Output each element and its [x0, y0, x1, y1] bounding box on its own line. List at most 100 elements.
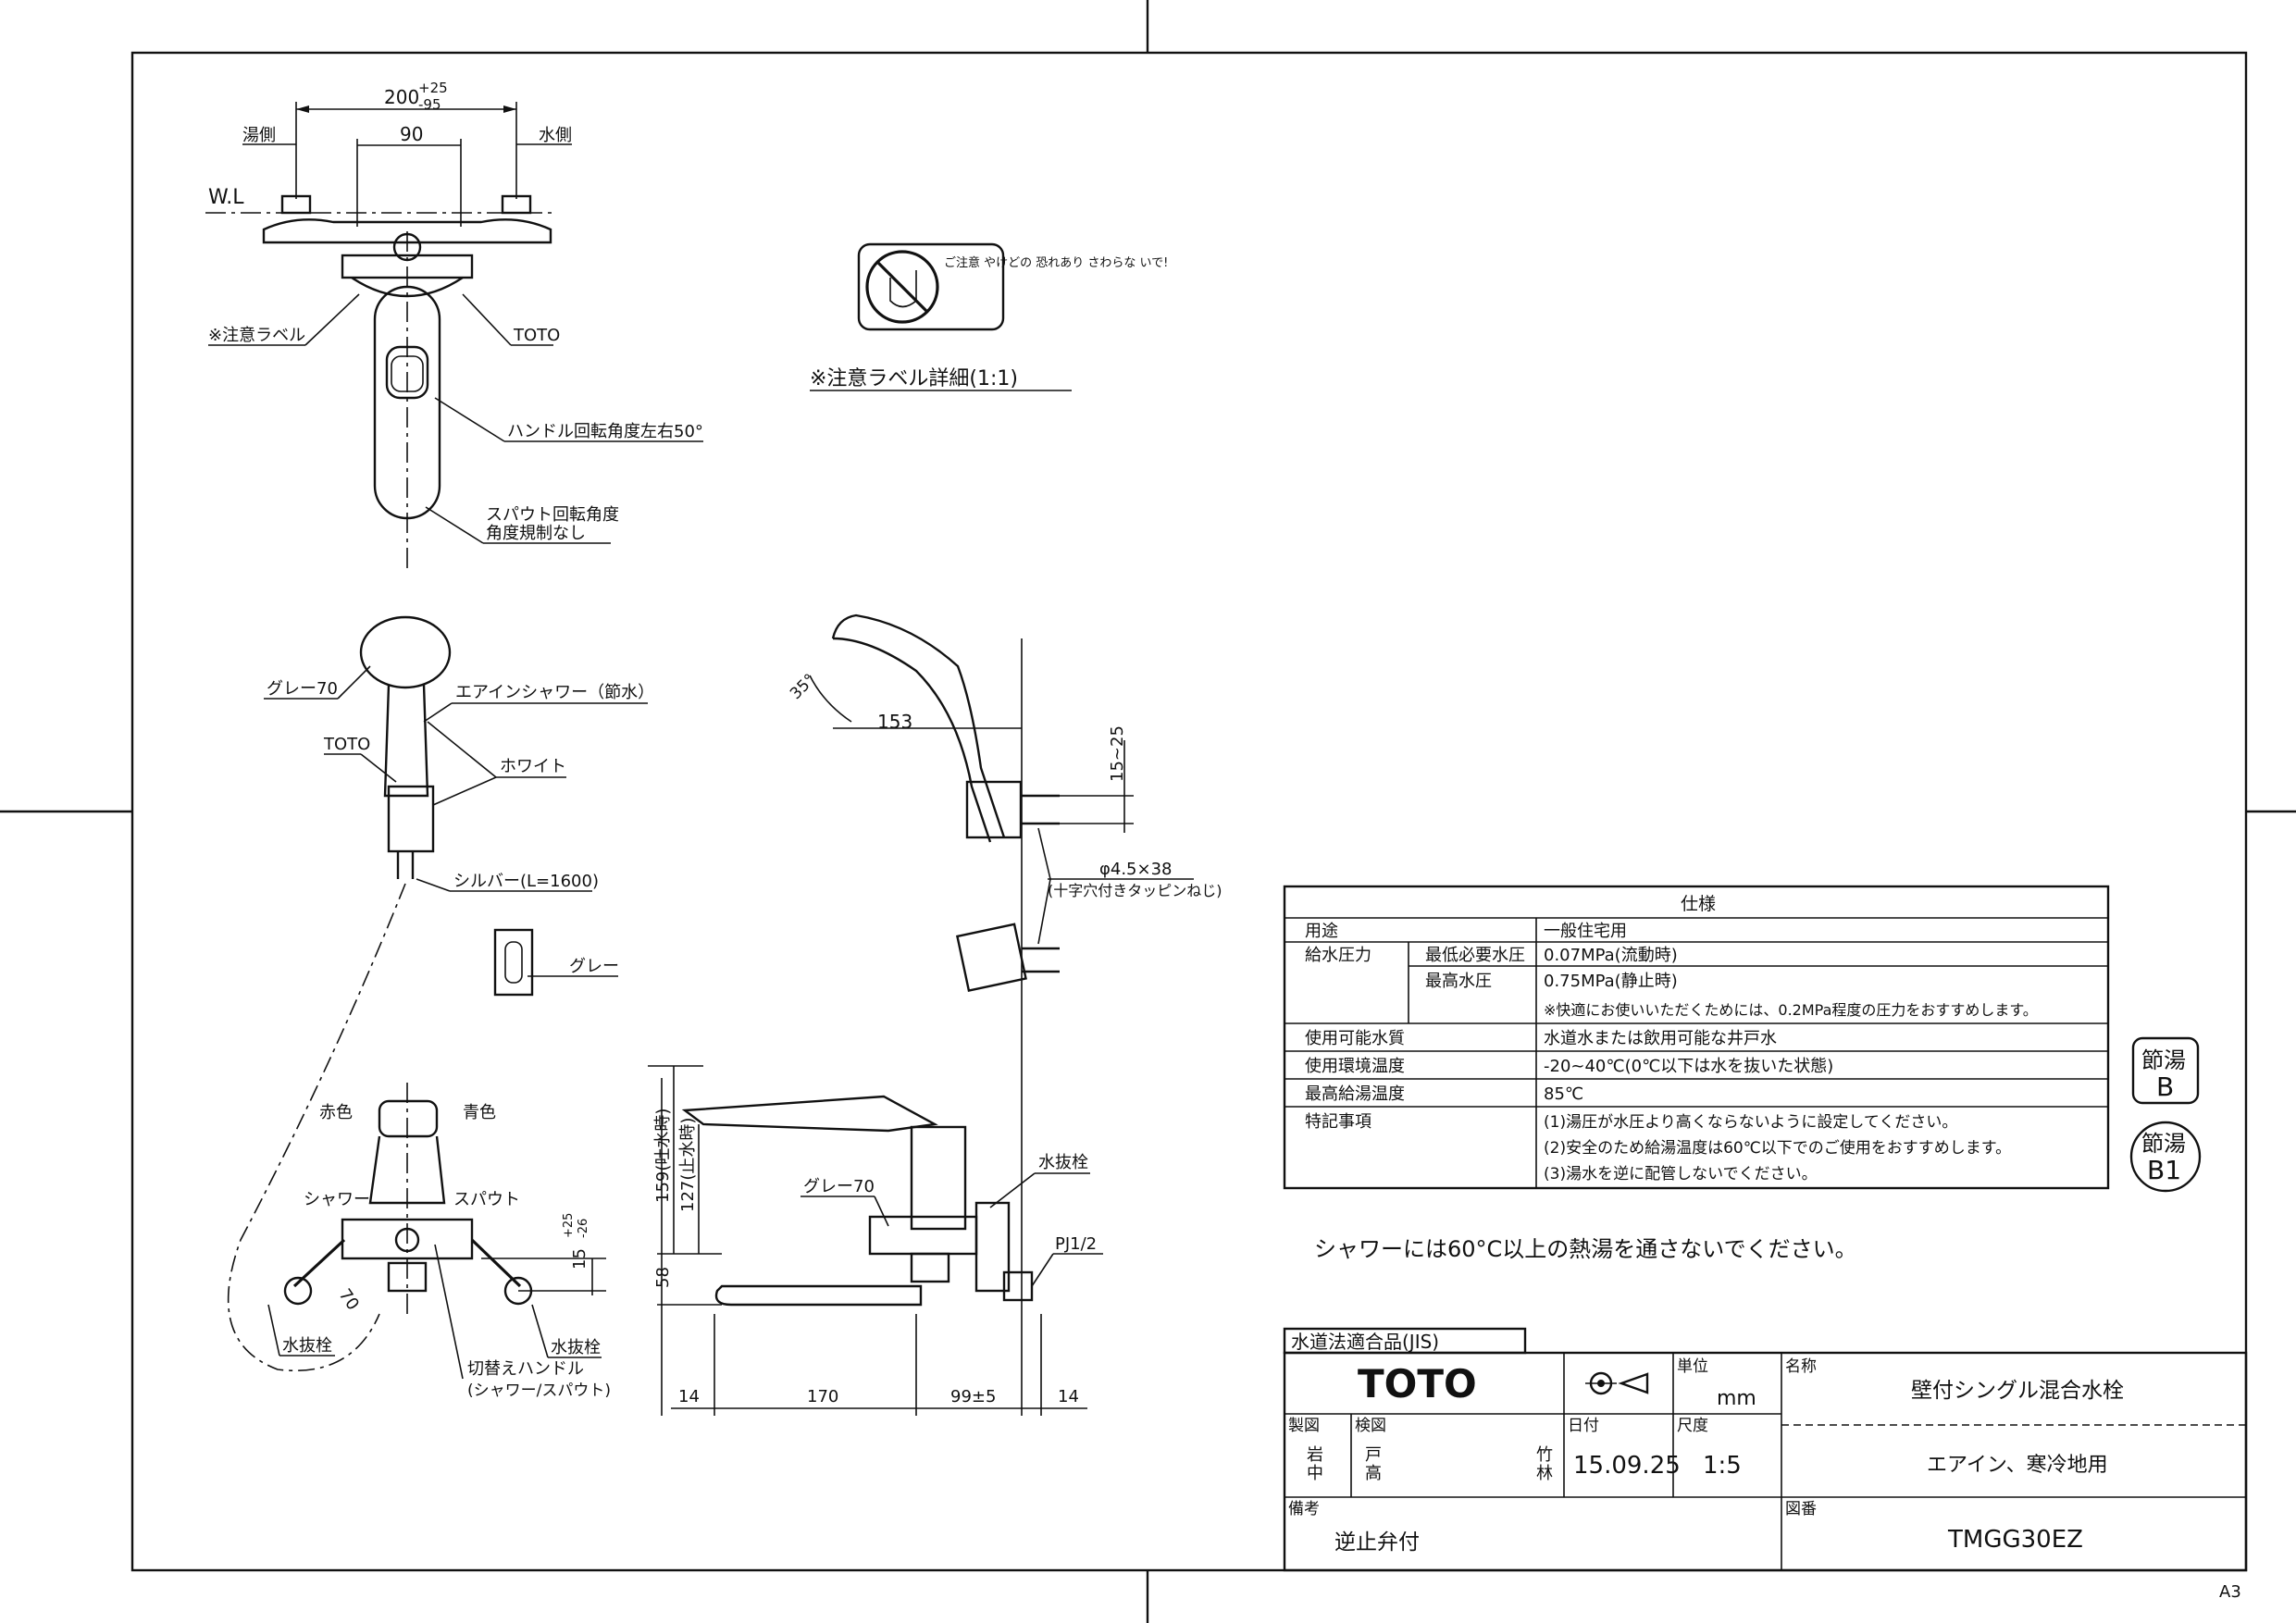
hot-side-label: 湯側: [242, 126, 276, 145]
svg-text:使用環境温度: 使用環境温度: [1305, 1057, 1405, 1076]
toto-shower-label: TOTO: [323, 735, 370, 754]
dim-70: 70: [335, 1285, 363, 1314]
spec-title: 仕様: [1681, 894, 1716, 914]
svg-text:0.75MPa(静止時): 0.75MPa(静止時): [1544, 972, 1678, 991]
svg-text:+25: +25: [562, 1213, 576, 1238]
svg-text:-95: -95: [418, 96, 441, 113]
screw-type: (十字穴付きタッピンねじ): [1048, 882, 1222, 899]
svg-text:※快適にお使いいただくためには、0.2MPa程度の圧力をおす: ※快適にお使いいただくためには、0.2MPa程度の圧力をおすすめします。: [1544, 1001, 2038, 1019]
no-touch-icon: [865, 250, 939, 324]
gray70-label: グレー70: [267, 679, 338, 699]
dim-14-left: 14: [678, 1387, 700, 1406]
caution-label-detail: ご注意 やけどの 恐れあり さわらな いで! ※注意ラベル詳細(1:1): [810, 242, 1168, 391]
svg-text:最高水圧: 最高水圧: [1425, 972, 1492, 991]
drawn-label: 製図: [1288, 1417, 1320, 1435]
side-view: 35° 153 15~25 φ4.5×38 (十字穴付きタッピンねじ) 159(…: [648, 613, 1222, 1416]
switch-handle-label: 切替えハンドル: [467, 1359, 584, 1379]
name-label: 名称: [1785, 1357, 1817, 1376]
badge-b1-bottom: B1: [2147, 1155, 2181, 1185]
gray-label: グレー: [569, 957, 619, 976]
svg-text:特記事項: 特記事項: [1305, 1112, 1371, 1132]
svg-text:0.07MPa(流動時): 0.07MPa(流動時): [1544, 946, 1678, 965]
shower-name-label: エアインシャワー（節水）: [455, 683, 654, 702]
dim-15-25: 15~25: [1108, 725, 1127, 782]
unit-value: mm: [1717, 1387, 1756, 1410]
svg-text:水道水または飲用可能な井戸水: 水道水または飲用可能な井戸水: [1544, 1029, 1777, 1048]
svg-text:岩: 岩: [1307, 1445, 1323, 1465]
shower-label: シャワー: [304, 1190, 370, 1209]
badge-b-top: 節湯: [2141, 1047, 2186, 1073]
svg-text:給水圧力: 給水圧力: [1305, 946, 1371, 965]
dim-170: 170: [807, 1387, 838, 1406]
top-view: 200 +25 -95 90 湯側 水側 W.L ※注意ラベル TOTO ハンド…: [205, 80, 703, 574]
badge-b1-top: 節湯: [2141, 1131, 2186, 1157]
date-label: 日付: [1568, 1417, 1599, 1435]
unit-label: 単位: [1677, 1357, 1708, 1376]
label-detail-caption: ※注意ラベル詳細(1:1): [810, 367, 1018, 390]
svg-text:+25: +25: [418, 80, 448, 96]
remarks-label: 備考: [1288, 1500, 1320, 1518]
badge-b-bottom: B: [2156, 1072, 2174, 1102]
svg-text:使用可能水質: 使用可能水質: [1305, 1029, 1405, 1048]
blue-label: 青色: [463, 1103, 496, 1122]
svg-text:(1)湯圧が水圧より高くならないように設定してください。: (1)湯圧が水圧より高くならないように設定してください。: [1544, 1113, 1957, 1132]
hose-label: シルバー(L=1600): [453, 872, 599, 891]
spout-label: スパウト: [453, 1190, 520, 1209]
svg-text:-20~40℃(0℃以下は水を抜いた状態): -20~40℃(0℃以下は水を抜いた状態): [1544, 1057, 1833, 1076]
checked-label: 検図: [1355, 1417, 1386, 1435]
svg-text:最高給湯温度: 最高給湯温度: [1305, 1084, 1405, 1104]
svg-text:林: 林: [1536, 1464, 1553, 1483]
drain-side-label: 水抜栓: [1038, 1153, 1088, 1172]
dim-127: 127(止水時): [678, 1118, 698, 1212]
drain-right-label: 水抜栓: [551, 1338, 601, 1357]
hot-water-warning: シャワーには60°C以上の熱湯を通さないでください。: [1314, 1236, 1857, 1262]
front-view: 赤色 青色 シャワー スパウト 70 15 +25 -26 水抜栓 水抜栓 切替…: [267, 1083, 611, 1400]
jis-label: 水道法適合品(JIS): [1291, 1331, 1439, 1353]
svg-text:(2)安全のため給湯温度は60℃以下でのご使用をおすすめしま: (2)安全のため給湯温度は60℃以下でのご使用をおすすめします。: [1544, 1138, 2011, 1158]
dim-99: 99±5: [950, 1387, 996, 1406]
dwg-label: 図番: [1785, 1500, 1817, 1518]
title-block: 水道法適合品(JIS) TOTO 単位 mm 名称 壁付シングル混合水栓 エアイ…: [1283, 1327, 2248, 1572]
cold-side-label: 水側: [539, 126, 572, 145]
svg-text:最低必要水圧: 最低必要水圧: [1425, 946, 1525, 965]
red-label: 赤色: [319, 1103, 353, 1122]
pj-label: PJ1/2: [1055, 1234, 1097, 1254]
svg-text:-26: -26: [577, 1219, 590, 1238]
svg-text:中: 中: [1307, 1464, 1323, 1483]
svg-text:用途: 用途: [1305, 922, 1338, 941]
dim-153: 153: [877, 711, 912, 733]
dim-159: 159(吐水時): [653, 1109, 673, 1203]
dim-14-right: 14: [1058, 1387, 1079, 1406]
remarks-value: 逆止弁付: [1334, 1530, 1420, 1555]
gray70-side-label: グレー70: [803, 1177, 875, 1196]
dim-90: 90: [400, 123, 423, 145]
spout-rotation-note-1: スパウト回転角度: [486, 505, 619, 525]
switch-handle-sub: (シャワー/スパウト): [467, 1381, 611, 1400]
label-warning-text: ご注意 やけどの 恐れあり さわらな いで!: [944, 255, 1168, 270]
scale-value: 1:5: [1703, 1452, 1742, 1480]
product-name: 壁付シングル混合水栓: [1911, 1379, 2124, 1403]
svg-text:竹: 竹: [1536, 1445, 1553, 1465]
screw-spec: φ4.5×38: [1099, 860, 1173, 879]
shower-head-view: グレー70 エアインシャワー（節水） TOTO ホワイト シルバー(L=1600…: [227, 615, 654, 1371]
svg-text:戸: 戸: [1365, 1445, 1382, 1465]
projection-symbol-icon: [1585, 1371, 1649, 1395]
spout-rotation-note-2: 角度規制なし: [486, 524, 586, 543]
product-subname: エアイン、寒冷地用: [1927, 1454, 2108, 1477]
drain-left-label: 水抜栓: [282, 1336, 332, 1356]
dim-200: 200: [384, 86, 419, 108]
sheet-size: A3: [2219, 1582, 2241, 1602]
dim-58: 58: [653, 1267, 673, 1288]
svg-text:一般住宅用: 一般住宅用: [1544, 922, 1627, 941]
svg-text:高: 高: [1365, 1464, 1382, 1483]
date-value: 15.09.25: [1573, 1452, 1681, 1480]
handle-rotation-note: ハンドル回転角度左右50°: [507, 422, 703, 441]
water-saving-badges: 節湯 B 節湯 B1: [2129, 1036, 2202, 1193]
toto-callout: TOTO: [513, 326, 560, 345]
svg-text:85℃: 85℃: [1544, 1084, 1583, 1104]
sheet-border: [130, 51, 2248, 1572]
white-label: ホワイト: [500, 757, 566, 776]
caution-label-callout: ※注意ラベル: [208, 326, 305, 345]
svg-text:(3)湯水を逆に配管しないでください。: (3)湯水を逆に配管しないでください。: [1544, 1165, 1818, 1183]
